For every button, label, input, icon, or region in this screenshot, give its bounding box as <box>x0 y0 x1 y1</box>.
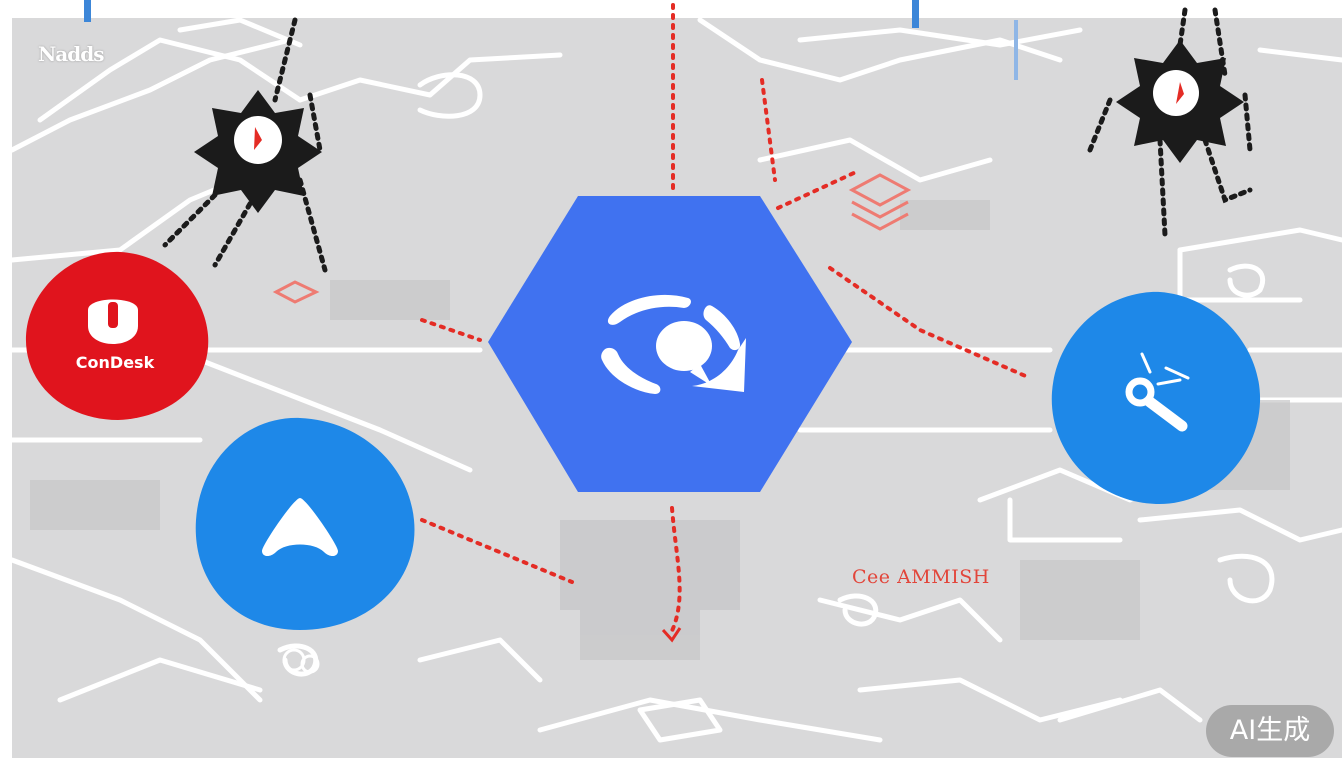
small-red-mark <box>272 280 320 304</box>
stack-icon <box>848 173 912 231</box>
compass-icon <box>1153 70 1199 116</box>
blue-key-node <box>1051 291 1261 505</box>
top-markers <box>84 0 1018 80</box>
up-arrow-icon <box>262 498 338 557</box>
center-hex-node <box>488 196 852 492</box>
star-connectors <box>162 7 1253 273</box>
star-badge-left <box>194 90 322 213</box>
map-roads <box>9 17 1344 743</box>
star-badge-right <box>1116 40 1244 163</box>
corner-text: Nadds <box>38 42 104 66</box>
red-condesk-node <box>25 251 209 420</box>
condesk-label: ConDesk <box>75 353 155 372</box>
horseshoe-u-icon <box>88 299 138 344</box>
decor-bubbles <box>282 648 320 674</box>
chat-cycle-icon <box>601 294 746 394</box>
red-arrowhead <box>661 627 682 643</box>
blue-arrow-node <box>195 417 415 630</box>
map-label: Cee AMMISH <box>852 566 990 588</box>
ai-generated-badge: AI生成 <box>1206 705 1334 757</box>
key-icon <box>1125 352 1190 432</box>
red-connectors <box>420 3 1032 637</box>
